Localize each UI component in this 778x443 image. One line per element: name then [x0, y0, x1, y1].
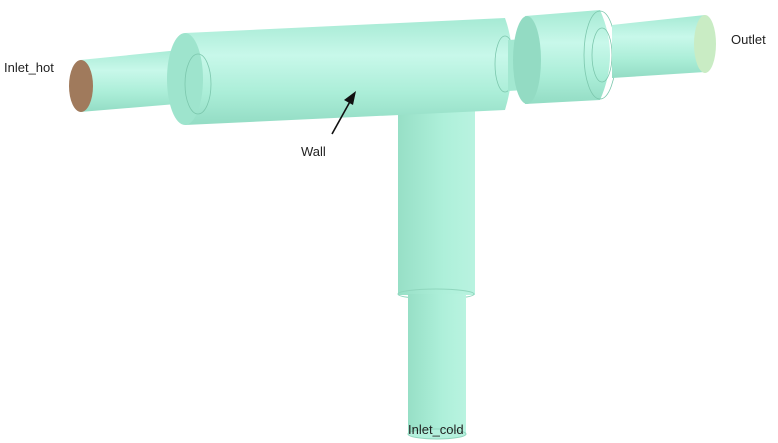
vertical-branch-pipe	[397, 100, 475, 440]
outlet-face	[694, 15, 716, 73]
inlet-hot-face	[69, 60, 93, 112]
right-section-pipe	[513, 10, 617, 104]
main-pipe-wall	[167, 18, 516, 125]
outlet-label: Outlet	[731, 32, 766, 47]
inlet-cold-label: Inlet_cold	[408, 422, 464, 437]
wall-label: Wall	[301, 144, 326, 159]
outlet-pipe	[612, 15, 716, 78]
wall-arrow	[331, 91, 356, 135]
inlet-hot-label: Inlet_hot	[4, 60, 54, 75]
